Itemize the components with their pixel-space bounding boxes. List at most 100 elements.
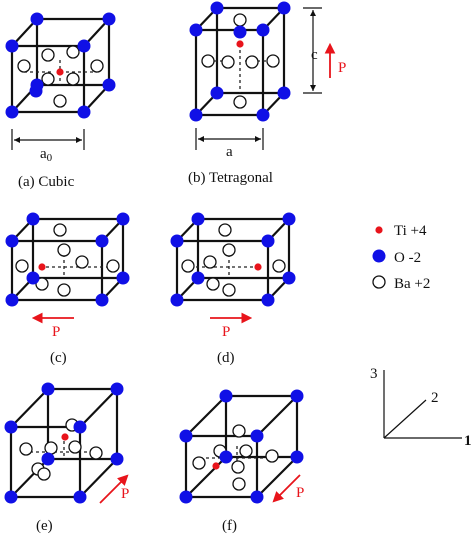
ba-ion xyxy=(41,48,55,62)
o-ion xyxy=(282,271,296,285)
label-cubic: (a) Cubic xyxy=(18,174,75,190)
o-ion xyxy=(189,108,203,122)
o-ion xyxy=(102,12,116,26)
o-ion xyxy=(116,271,130,285)
polarization-label: P xyxy=(338,60,346,76)
o-ion xyxy=(256,108,270,122)
o-ion xyxy=(261,293,275,307)
label-c: (c) xyxy=(50,350,67,366)
ba-ion xyxy=(233,95,247,109)
ba-ion xyxy=(233,13,247,27)
o-ion xyxy=(290,389,304,403)
dimension-a0: a0 xyxy=(40,146,53,164)
legend-ti-label: Ti +4 xyxy=(394,223,427,239)
axis-triad: 3 2 1 xyxy=(370,366,472,449)
o-ion xyxy=(26,212,40,226)
o-ion xyxy=(250,490,264,504)
ti-ion xyxy=(212,462,220,470)
label-tetragonal: (b) Tetragonal xyxy=(188,170,273,186)
o-ion xyxy=(29,84,43,98)
label-d: (d) xyxy=(217,350,235,366)
ba-ion xyxy=(19,442,33,456)
o-ion xyxy=(116,212,130,226)
label-f: (f) xyxy=(222,518,237,534)
o-ion xyxy=(256,23,270,37)
dimension-c: c xyxy=(311,47,318,63)
ba-ion xyxy=(53,94,67,108)
cell-tetragonal: c P a (b) Tetragonal xyxy=(188,1,346,186)
ba-ion xyxy=(35,277,49,291)
ba-ion xyxy=(57,243,71,257)
ba-ion xyxy=(57,283,71,297)
polarization-label: P xyxy=(296,485,304,501)
ba-ion xyxy=(245,55,259,69)
ba-ion xyxy=(37,467,51,481)
ba-ion xyxy=(66,72,80,86)
o-ion xyxy=(5,105,19,119)
o-ion xyxy=(102,78,116,92)
legend-ti-marker xyxy=(375,226,383,234)
cell-cubic: a0 (a) Cubic xyxy=(5,12,116,190)
o-ion xyxy=(110,382,124,396)
o-ion xyxy=(219,389,233,403)
ba-ion xyxy=(41,72,55,86)
ba-ion xyxy=(222,243,236,257)
polarization-arrow xyxy=(272,474,301,503)
ba-ion xyxy=(44,441,58,455)
axis-3-label: 3 xyxy=(370,366,378,382)
ba-ion xyxy=(75,255,89,269)
o-ion xyxy=(41,382,55,396)
ba-ion xyxy=(272,259,286,273)
label-e: (e) xyxy=(36,518,53,534)
ba-ion xyxy=(90,59,104,73)
o-ion xyxy=(170,293,184,307)
cell-f: P (f) xyxy=(179,389,304,534)
ba-ion xyxy=(218,223,232,237)
o-ion xyxy=(95,234,109,248)
ba-ion xyxy=(17,59,31,73)
legend-o-label: O -2 xyxy=(394,250,421,266)
ba-ion xyxy=(68,440,82,454)
ti-ion xyxy=(61,433,69,441)
o-ion xyxy=(179,429,193,443)
o-ion xyxy=(4,490,18,504)
ba-ion xyxy=(181,259,195,273)
ti-ion xyxy=(254,263,262,271)
o-ion xyxy=(77,105,91,119)
polarization-arrow xyxy=(99,474,129,504)
o-ion xyxy=(277,1,291,15)
ba-ion xyxy=(222,283,236,297)
legend: Ti +4 O -2 Ba +2 xyxy=(372,223,430,292)
o-ion xyxy=(73,490,87,504)
polarization-label: P xyxy=(222,324,230,340)
o-ion xyxy=(219,450,233,464)
o-ion xyxy=(41,452,55,466)
o-ion xyxy=(73,420,87,434)
cell-d: P (d) xyxy=(170,212,296,366)
o-ion xyxy=(179,490,193,504)
ba-ion xyxy=(192,456,206,470)
ba-ion xyxy=(15,259,29,273)
ba-ion xyxy=(106,259,120,273)
o-ion xyxy=(210,1,224,15)
o-ion xyxy=(170,234,184,248)
legend-o-marker xyxy=(372,249,386,263)
o-ion xyxy=(210,86,224,100)
o-ion xyxy=(261,234,275,248)
o-ion xyxy=(290,450,304,464)
o-ion xyxy=(233,25,247,39)
ba-ion xyxy=(239,444,253,458)
ba-ion xyxy=(265,449,279,463)
o-ion xyxy=(5,39,19,53)
o-ion xyxy=(5,293,19,307)
o-ion xyxy=(110,452,124,466)
ba-ion xyxy=(203,255,217,269)
dimension-a: a xyxy=(226,144,233,160)
o-ion xyxy=(191,212,205,226)
ba-ion xyxy=(266,54,280,68)
o-ion xyxy=(77,39,91,53)
ba-ion xyxy=(221,55,235,69)
ba-ion xyxy=(201,54,215,68)
axis-2-label: 2 xyxy=(431,390,439,406)
